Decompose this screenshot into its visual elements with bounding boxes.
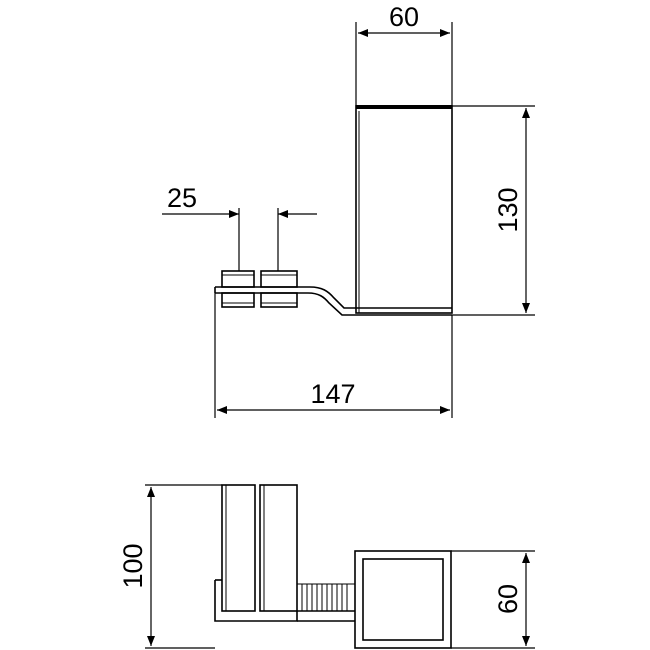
dim-total-length: 147 bbox=[310, 379, 355, 409]
clamp-left bbox=[221, 270, 255, 308]
clamp-right bbox=[260, 270, 298, 308]
dimension-lines bbox=[162, 29, 530, 414]
dim-tube-width: 60 bbox=[493, 584, 523, 614]
plan-square-tube bbox=[354, 550, 452, 649]
plan-clamp-left bbox=[221, 484, 256, 612]
dim-top-width: 60 bbox=[389, 2, 419, 32]
base-plate bbox=[214, 286, 452, 316]
plan-bend-section bbox=[296, 583, 356, 612]
side-view bbox=[162, 22, 535, 418]
plan-view bbox=[145, 484, 535, 649]
tube-body bbox=[355, 105, 453, 314]
plan-extension-lines bbox=[145, 484, 535, 649]
plan-base-plate bbox=[214, 579, 355, 622]
side-view-labels: 60 130 25 147 bbox=[167, 2, 523, 409]
plan-clamp-right bbox=[259, 484, 298, 612]
dim-depth: 100 bbox=[118, 543, 148, 588]
extension-lines bbox=[214, 22, 535, 418]
plan-dimension-lines bbox=[147, 487, 530, 646]
dim-height: 130 bbox=[493, 187, 523, 232]
plan-view-labels: 100 60 bbox=[118, 543, 523, 614]
dim-spacing: 25 bbox=[167, 183, 197, 213]
